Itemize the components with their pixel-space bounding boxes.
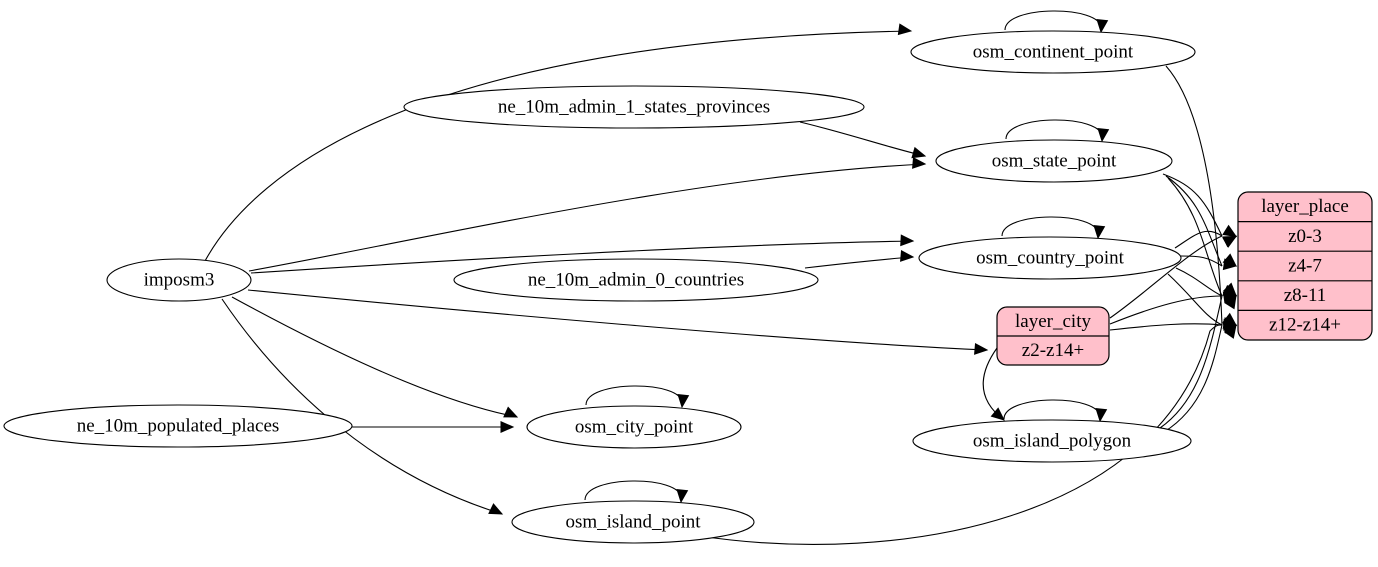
node-ne_10m_admin_0_countries-label: ne_10m_admin_0_countries bbox=[528, 269, 744, 290]
edge-imposm3-to-layer_city-arrowhead bbox=[974, 342, 989, 355]
node-osm_country_point[interactable]: osm_country_point bbox=[918, 236, 1182, 280]
edge-osm_state_point-to-layer_place-z0-3-arrowhead bbox=[1222, 224, 1238, 238]
edge-imposm3-to-osm_city_point bbox=[231, 296, 518, 418]
edge-osm_island_polygon-to-layer_place-z8-11-arrowhead bbox=[1224, 294, 1237, 310]
node-osm_island_point-label: osm_island_point bbox=[565, 511, 701, 532]
node-osm_island_polygon[interactable]: osm_island_polygon bbox=[912, 419, 1192, 463]
edge-imposm3-to-osm_island_point-arrowhead bbox=[488, 503, 504, 515]
self-loop-osm_island_point-arrowhead bbox=[676, 488, 689, 504]
self-loop-osm_city_point bbox=[585, 385, 683, 406]
edge-ne_populated_places-to-osm_city_point-arrowhead bbox=[500, 421, 515, 433]
node-osm_island_polygon-shape bbox=[912, 419, 1192, 463]
node-ne_10m_admin_1_states_provinces[interactable]: ne_10m_admin_1_states_provinces bbox=[403, 85, 865, 129]
edge-osm_island_point-to-layer_place-z12-arrowhead bbox=[1222, 321, 1238, 334]
node-osm_continent_point-shape bbox=[910, 30, 1196, 74]
edge-osm_state_point-to-layer_place-z0-3 bbox=[1162, 173, 1223, 237]
self-loop-osm_island_point bbox=[584, 480, 682, 501]
node-ne_10m_populated_places-shape bbox=[3, 404, 353, 448]
node-ne_10m_admin_0_countries-shape bbox=[453, 258, 819, 302]
node-layer_place[interactable]: layer_place z0-3 z4-7 z8-11 z12-z14+ bbox=[1237, 191, 1373, 341]
node-osm_continent_point[interactable]: osm_continent_point bbox=[910, 30, 1196, 74]
edge-layer_city-to-layer_place-z0-3 bbox=[1109, 235, 1223, 319]
node-layer_place-row-4-label[interactable]: z12-z14+ bbox=[1269, 315, 1341, 336]
node-ne_10m_populated_places[interactable]: ne_10m_populated_places bbox=[3, 404, 353, 448]
edge-osm_continent_point-to-layer_place-z12 bbox=[1165, 65, 1223, 326]
node-ne_10m_admin_1_states_provinces-label: ne_10m_admin_1_states_provinces bbox=[498, 96, 770, 117]
edge-imposm3-to-osm_continent_point bbox=[204, 30, 912, 262]
edge-layer_city-to-osm_island_polygon-arrowhead bbox=[990, 407, 1005, 421]
edge-osm_state_point-to-layer_place-z8-11 bbox=[1167, 177, 1223, 297]
edge-osm_country_point-to-layer_place-z8-11 bbox=[1175, 267, 1223, 297]
edge-imposm3-to-osm_country_point-arrowhead bbox=[900, 234, 915, 247]
self-loop-osm_island_polygon-arrowhead bbox=[1095, 407, 1108, 423]
self-loop-osm_country_point-arrowhead bbox=[1093, 224, 1106, 240]
self-loop-osm_city_point-arrowhead bbox=[677, 393, 690, 409]
edge-ne_states_provinces-to-osm_state_point-arrowhead bbox=[911, 146, 927, 159]
node-imposm3-label: imposm3 bbox=[144, 269, 215, 290]
node-layer_place-row-0-label[interactable]: layer_place bbox=[1261, 196, 1349, 217]
edge-layer_city-to-layer_place-z0-3-arrowhead bbox=[1222, 235, 1238, 248]
self-loop-osm_continent_point bbox=[1004, 10, 1102, 31]
self-loop-osm_country_point bbox=[1001, 216, 1099, 237]
node-ne_10m_admin_0_countries[interactable]: ne_10m_admin_0_countries bbox=[453, 258, 819, 302]
edge-osm_island_polygon-to-layer_place-z8-11 bbox=[1159, 295, 1223, 429]
self-loop-osm_island_polygon bbox=[1003, 399, 1101, 420]
edge-imposm3-to-osm_continent_point-arrowhead bbox=[897, 23, 913, 36]
edge-imposm3-to-osm_island_point bbox=[221, 298, 503, 515]
node-osm_city_point-shape bbox=[526, 405, 742, 449]
edge-osm_state_point-to-layer_place-z4-7 bbox=[1165, 175, 1223, 267]
node-layer_city-row-0-label[interactable]: layer_city bbox=[1015, 311, 1091, 332]
edge-osm_island_point-to-layer_place-z12 bbox=[699, 324, 1223, 545]
node-osm_country_point-label: osm_country_point bbox=[976, 247, 1124, 268]
node-osm_country_point-shape bbox=[918, 236, 1182, 280]
node-imposm3-shape bbox=[106, 258, 252, 302]
edge-osm_country_point-to-layer_place-z12 bbox=[1167, 273, 1223, 326]
node-layer_city-row-1-label[interactable]: z2-z14+ bbox=[1022, 340, 1084, 361]
edge-layer_city-to-layer_place-z8-11 bbox=[1109, 295, 1223, 325]
node-osm_city_point[interactable]: osm_city_point bbox=[526, 405, 742, 449]
node-osm_island_point[interactable]: osm_island_point bbox=[511, 500, 755, 544]
node-layer_place-row-1-label[interactable]: z0-3 bbox=[1288, 226, 1322, 247]
node-osm_state_point-label: osm_state_point bbox=[992, 150, 1117, 171]
self-loop-osm_continent_point-arrowhead bbox=[1096, 18, 1109, 34]
self-loop-osm_state_point-arrowhead bbox=[1097, 127, 1110, 143]
node-layer_city[interactable]: layer_city z2-z14+ bbox=[996, 306, 1110, 366]
node-osm_island_point-shape bbox=[511, 500, 755, 544]
edge-osm_island_polygon-to-layer_place-z12 bbox=[1163, 324, 1223, 433]
node-osm_continent_point-label: osm_continent_point bbox=[973, 41, 1134, 62]
node-osm_city_point-label: osm_city_point bbox=[575, 416, 694, 437]
edge-ne_states_provinces-to-osm_state_point bbox=[799, 121, 926, 157]
edge-osm_country_point-to-layer_place-z0-3 bbox=[1174, 230, 1223, 249]
edge-imposm3-to-osm_state_point-arrowhead bbox=[912, 156, 927, 169]
node-osm_state_point[interactable]: osm_state_point bbox=[935, 139, 1173, 183]
node-osm_state_point-shape bbox=[935, 139, 1173, 183]
edge-imposm3-to-layer_city bbox=[247, 289, 988, 351]
edge-imposm3-to-osm_country_point bbox=[250, 240, 914, 274]
node-layer_place-row-3-label[interactable]: z8-11 bbox=[1284, 285, 1327, 306]
nodes-layer: imposm3 ne_10m_admin_1_states_provincesne… bbox=[3, 30, 1196, 544]
records-layer: layer_city z2-z14+ layer_place z0-3 z4-7 z8-1… bbox=[996, 191, 1373, 366]
node-layer_place-box bbox=[1237, 191, 1373, 341]
edge-osm_country_point-to-layer_place-z4-7 bbox=[1180, 255, 1223, 267]
edge-imposm3-to-osm_state_point bbox=[248, 163, 926, 272]
node-osm_island_polygon-label: osm_island_polygon bbox=[973, 430, 1132, 451]
edge-ne_countries-to-osm_country_point-arrowhead bbox=[900, 249, 915, 262]
edge-imposm3-to-osm_city_point-arrowhead bbox=[503, 406, 519, 418]
node-layer_place-row-2-label[interactable]: z4-7 bbox=[1288, 255, 1322, 276]
edge-layer_city-to-layer_place-z12 bbox=[1109, 323, 1223, 331]
edge-osm_country_point-to-layer_place-z4-7-arrowhead bbox=[1222, 258, 1238, 271]
node-imposm3[interactable]: imposm3 bbox=[106, 258, 252, 302]
edges-layer bbox=[204, 10, 1238, 545]
node-ne_10m_admin_1_states_provinces-shape bbox=[403, 85, 865, 129]
self-loop-osm_state_point bbox=[1005, 119, 1103, 140]
edge-ne_countries-to-osm_country_point bbox=[804, 256, 914, 269]
node-ne_10m_populated_places-label: ne_10m_populated_places bbox=[77, 415, 280, 436]
